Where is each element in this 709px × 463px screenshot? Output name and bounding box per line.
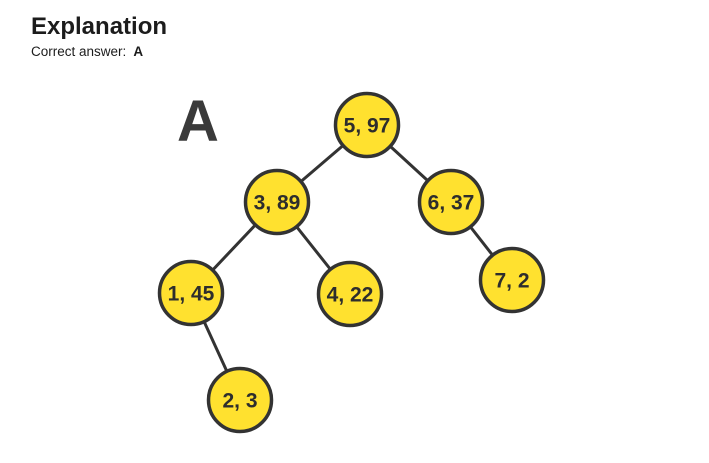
tree-node-label: 4, 22 — [327, 284, 374, 307]
tree-node: 1, 45 — [157, 259, 225, 327]
tree-node: 4, 22 — [316, 260, 384, 328]
tree-node-label: 1, 45 — [168, 283, 215, 306]
answer-letter-label: A — [177, 89, 219, 154]
tree-node: 5, 97 — [333, 91, 401, 159]
tree-node-circle — [157, 259, 225, 327]
correct-answer-value: A — [133, 44, 144, 59]
page-title: Explanation — [31, 13, 168, 40]
tree-node: 6, 37 — [417, 168, 485, 236]
tree-node-label: 6, 37 — [428, 192, 475, 215]
tree-node-circle — [478, 246, 546, 314]
tree-node-label: 5, 97 — [344, 115, 391, 138]
tree-node: 7, 2 — [478, 246, 546, 314]
tree-node-label: 3, 89 — [254, 192, 301, 215]
tree-node: 2, 3 — [206, 366, 274, 434]
correct-answer-label: Correct answer: — [31, 44, 127, 59]
tree-node-circle — [316, 260, 384, 328]
tree-node-circle — [333, 91, 401, 159]
correct-answer-line: Correct answer: A — [31, 44, 143, 60]
tree-node-circle — [417, 168, 485, 236]
tree-node-circle — [206, 366, 274, 434]
tree-node-circle — [243, 168, 311, 236]
tree-node-label: 7, 2 — [494, 270, 529, 293]
tree-node-label: 2, 3 — [222, 390, 257, 413]
tree-node: 3, 89 — [243, 168, 311, 236]
